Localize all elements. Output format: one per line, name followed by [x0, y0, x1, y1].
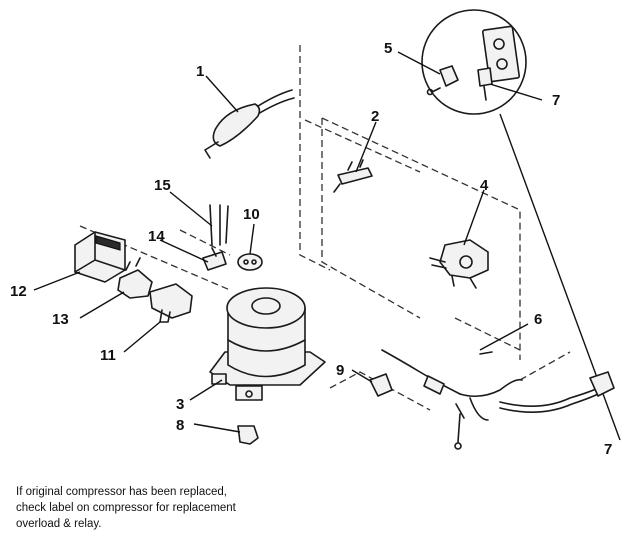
- callout-13: 13: [52, 311, 69, 328]
- callout-4: 4: [480, 177, 489, 194]
- callout-6: 6: [534, 311, 542, 328]
- part-relay: [117, 257, 153, 299]
- part-clip: [202, 204, 229, 271]
- note-line-1: If original compressor has been replaced…: [16, 486, 227, 498]
- part-harness: [381, 349, 523, 450]
- callout-10: 10: [243, 206, 260, 223]
- part-grommet: [237, 253, 263, 271]
- callout-14: 14: [148, 228, 165, 245]
- callout-9: 9: [336, 362, 344, 379]
- callout-5: 5: [384, 40, 392, 57]
- part-terminal-cover: [74, 231, 126, 283]
- leader-lines: [33, 51, 543, 433]
- part-thermostat: [333, 159, 373, 193]
- inset-detail: [421, 9, 527, 115]
- replacement-note: If original compressor has been replaced…: [16, 484, 316, 532]
- part-clamp: [369, 373, 393, 397]
- part-solenoid: [429, 239, 489, 289]
- part-compressor: [209, 287, 326, 401]
- cabinet-outline: [79, 45, 571, 411]
- part-drier: [204, 89, 295, 159]
- callout-8: 8: [176, 417, 184, 434]
- callout-2: 2: [371, 108, 379, 125]
- callout-1: 1: [196, 63, 204, 80]
- note-line-2: check label on compressor for replacemen…: [16, 502, 236, 514]
- part-overload: [149, 283, 193, 323]
- callout-7-inset: 7: [552, 92, 560, 109]
- callout-7-plug: 7: [604, 441, 612, 458]
- part-power-cord: [499, 371, 615, 413]
- note-line-3: overload & relay.: [16, 518, 102, 530]
- callout-12: 12: [10, 283, 27, 300]
- part-foot: [237, 425, 259, 445]
- callout-3: 3: [176, 396, 184, 413]
- callout-15: 15: [154, 177, 171, 194]
- callout-11: 11: [100, 347, 116, 364]
